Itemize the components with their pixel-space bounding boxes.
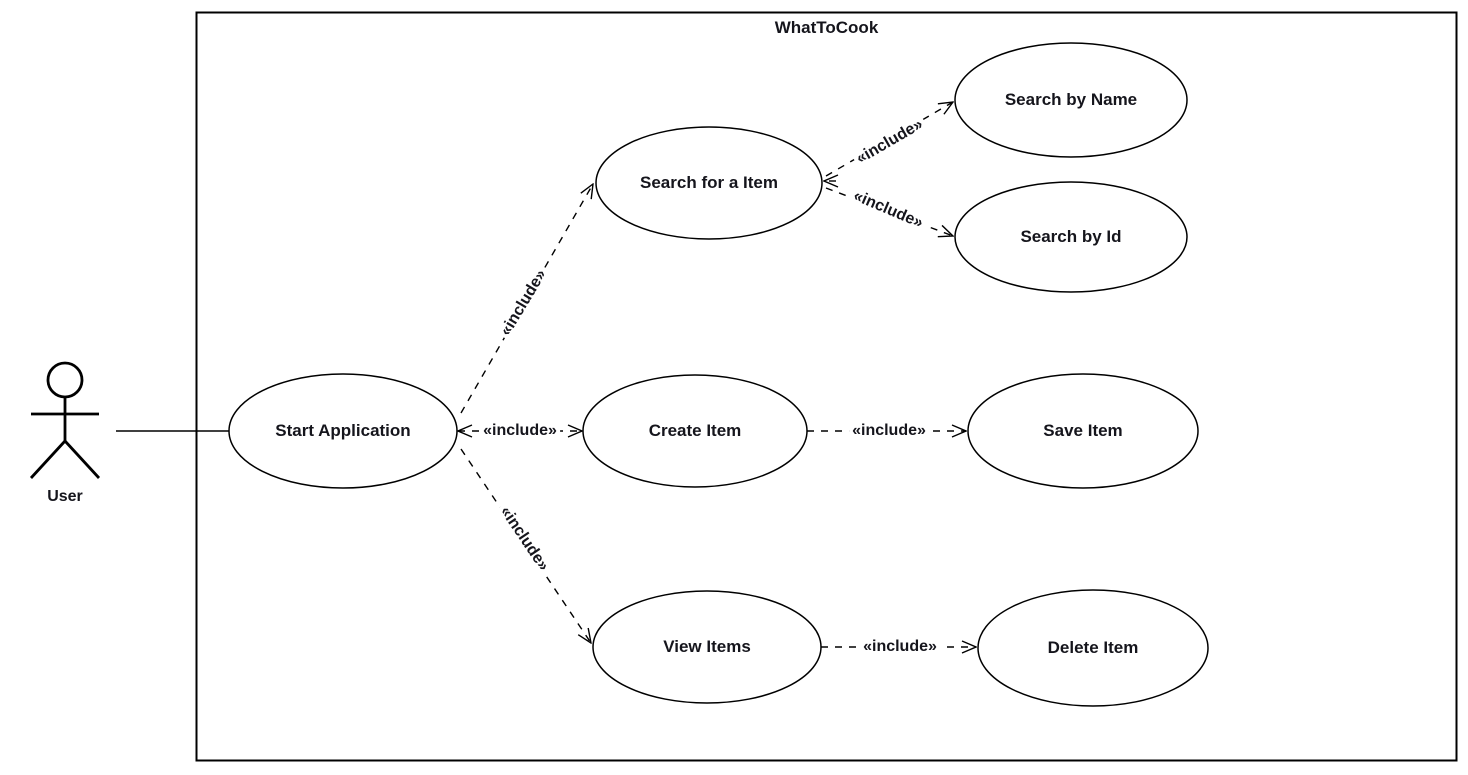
- edge-include-start-searchitem: [460, 184, 593, 414]
- use-case-search-by-id-shape[interactable]: [954, 181, 1188, 293]
- actor-leg-right: [63, 440, 101, 479]
- actor-head: [46, 361, 84, 399]
- edge-include-start-viewitems: [460, 448, 591, 643]
- edge-include-searchitem-searchbyid: [825, 187, 953, 236]
- use-case-search-for-item-shape[interactable]: [595, 126, 823, 240]
- use-case-save-item-shape[interactable]: [967, 373, 1199, 489]
- use-case-search-by-name-shape[interactable]: [954, 42, 1188, 158]
- system-boundary: [195, 11, 1458, 762]
- actor-leg-left: [29, 440, 67, 479]
- use-case-create-item-shape[interactable]: [582, 374, 808, 488]
- use-case-start-application-shape[interactable]: [228, 373, 458, 489]
- use-case-delete-item-shape[interactable]: [977, 589, 1209, 707]
- actor-user-figure[interactable]: [29, 361, 101, 479]
- use-case-view-items-shape[interactable]: [592, 590, 822, 704]
- edge-include-searchitem-searchbyname: [825, 102, 953, 177]
